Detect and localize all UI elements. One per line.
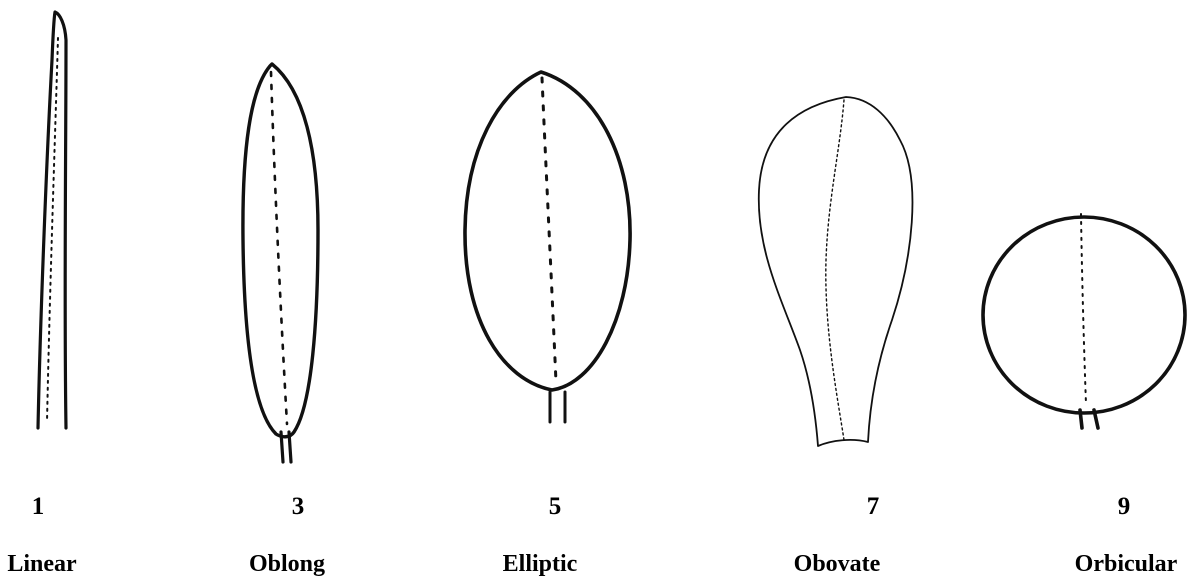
leaf-orbicular-name: Orbicular	[1075, 551, 1178, 577]
leaf-linear-name: Linear	[7, 551, 77, 577]
leaf-elliptic-midrib	[542, 78, 556, 382]
leaf-elliptic-name: Elliptic	[503, 551, 578, 577]
leaf-obovate-number: 7	[867, 493, 880, 520]
leaf-oblong-midrib	[271, 72, 287, 424]
leaf-obovate-outline	[759, 97, 913, 446]
leaf-orbicular-number: 9	[1118, 493, 1131, 520]
leaf-oblong-name: Oblong	[249, 551, 325, 577]
leaf-elliptic	[465, 72, 630, 422]
leaf-orbicular-midrib	[1081, 214, 1086, 404]
leaf-oblong-outline	[243, 64, 318, 437]
leaf-obovate-name: Obovate	[794, 551, 881, 577]
leaf-linear	[38, 12, 66, 428]
leaf-elliptic-petiole	[550, 392, 565, 422]
leaf-obovate-midrib	[826, 100, 844, 440]
leaf-oblong	[243, 64, 318, 462]
leaf-linear-number: 1	[32, 493, 45, 520]
leaf-orbicular-outline	[983, 217, 1185, 413]
leaf-elliptic-outline	[465, 72, 630, 390]
leaf-oblong-number: 3	[292, 493, 305, 520]
leaf-obovate	[759, 97, 913, 446]
leaf-elliptic-number: 5	[549, 493, 562, 520]
leaf-orbicular	[983, 214, 1185, 428]
